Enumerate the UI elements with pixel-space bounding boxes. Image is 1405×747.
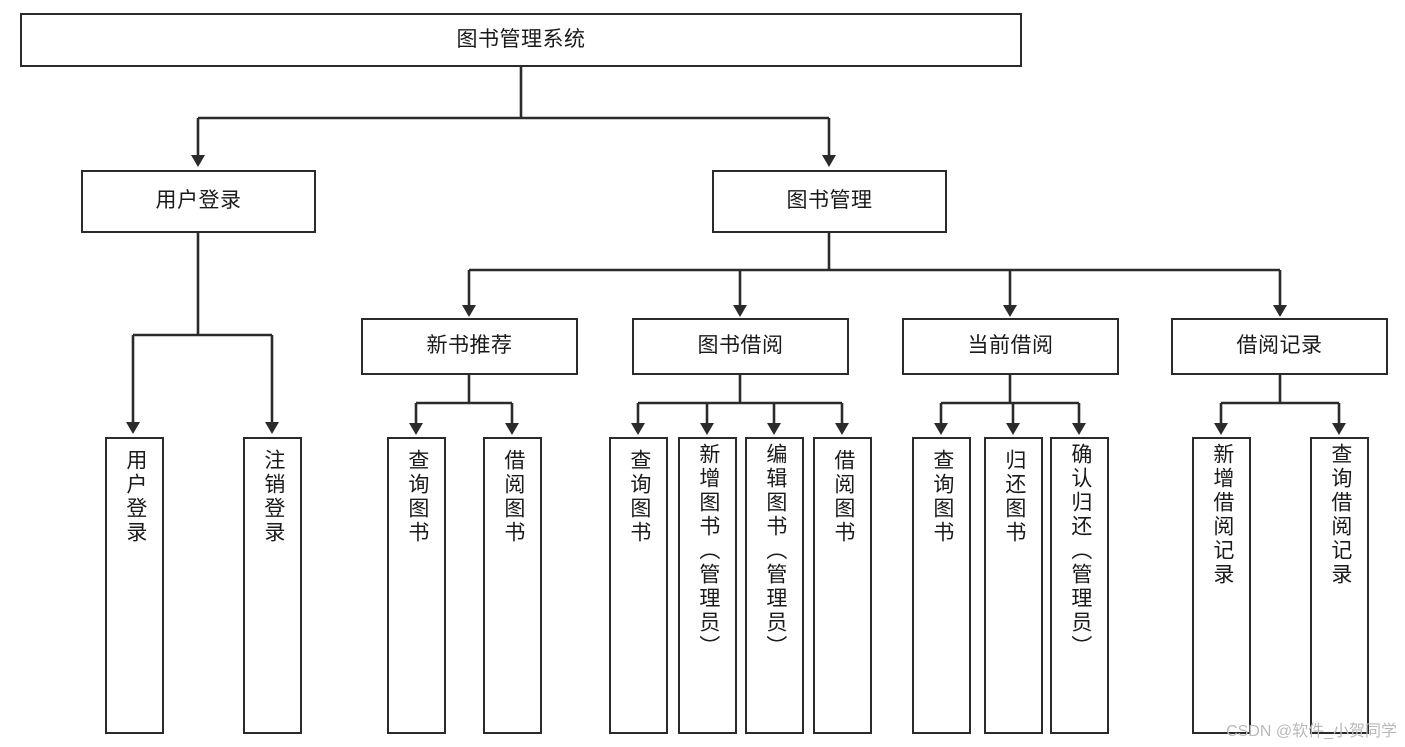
leaf-confirm-return-admin-label: 确认归还（管理员） xyxy=(1068,443,1092,659)
leaf-logout-label: 注销登录 xyxy=(261,449,285,545)
csdn-watermark: CSDN @软件_小贺同学 xyxy=(1226,723,1397,740)
leaf-query-book-borrow[interactable]: 查询图书 xyxy=(609,437,668,734)
node-book-borrow-label: 图书借阅 xyxy=(697,334,784,358)
node-new-book-rec[interactable]: 新书推荐 xyxy=(361,318,578,375)
leaf-add-book-admin-label: 新增图书（管理员） xyxy=(696,443,720,659)
leaf-query-book-rec-label: 查询图书 xyxy=(405,449,429,545)
leaf-user-login-label: 用户登录 xyxy=(123,449,147,545)
node-user-login-label: 用户登录 xyxy=(155,189,242,213)
leaf-edit-book-admin-label: 编辑图书（管理员） xyxy=(763,443,787,659)
node-current-borrow[interactable]: 当前借阅 xyxy=(902,318,1119,375)
node-user-login[interactable]: 用户登录 xyxy=(81,170,316,233)
leaf-add-borrow-record[interactable]: 新增借阅记录 xyxy=(1192,437,1251,734)
leaf-return-book-label: 归还图书 xyxy=(1002,449,1026,545)
leaf-query-borrow-record-label: 查询借阅记录 xyxy=(1328,443,1352,587)
leaf-user-login[interactable]: 用户登录 xyxy=(105,437,164,734)
leaf-query-borrow-record[interactable]: 查询借阅记录 xyxy=(1310,437,1369,734)
node-book-manage[interactable]: 图书管理 xyxy=(712,170,947,233)
leaf-edit-book-admin[interactable]: 编辑图书（管理员） xyxy=(745,437,804,734)
node-borrow-record[interactable]: 借阅记录 xyxy=(1171,318,1388,375)
leaf-logout[interactable]: 注销登录 xyxy=(243,437,302,734)
leaf-add-borrow-record-label: 新增借阅记录 xyxy=(1210,443,1234,587)
node-new-book-rec-label: 新书推荐 xyxy=(426,334,513,358)
node-book-borrow[interactable]: 图书借阅 xyxy=(632,318,849,375)
leaf-query-book-borrow-label: 查询图书 xyxy=(627,449,651,545)
node-current-borrow-label: 当前借阅 xyxy=(967,334,1054,358)
node-borrow-record-label: 借阅记录 xyxy=(1236,334,1323,358)
leaf-return-book[interactable]: 归还图书 xyxy=(984,437,1043,734)
leaf-borrow-book-label: 借阅图书 xyxy=(831,449,855,545)
leaf-query-book-current[interactable]: 查询图书 xyxy=(912,437,971,734)
leaf-query-book-rec[interactable]: 查询图书 xyxy=(387,437,446,734)
leaf-query-book-current-label: 查询图书 xyxy=(930,449,954,545)
leaf-add-book-admin[interactable]: 新增图书（管理员） xyxy=(678,437,737,734)
node-book-manage-label: 图书管理 xyxy=(786,189,873,213)
leaf-borrow-book-rec[interactable]: 借阅图书 xyxy=(483,437,542,734)
leaf-borrow-book-rec-label: 借阅图书 xyxy=(501,449,525,545)
leaf-borrow-book[interactable]: 借阅图书 xyxy=(813,437,872,734)
node-root-label: 图书管理系统 xyxy=(456,27,586,51)
node-root[interactable]: 图书管理系统 xyxy=(20,13,1022,67)
leaf-confirm-return-admin[interactable]: 确认归还（管理员） xyxy=(1050,437,1109,734)
